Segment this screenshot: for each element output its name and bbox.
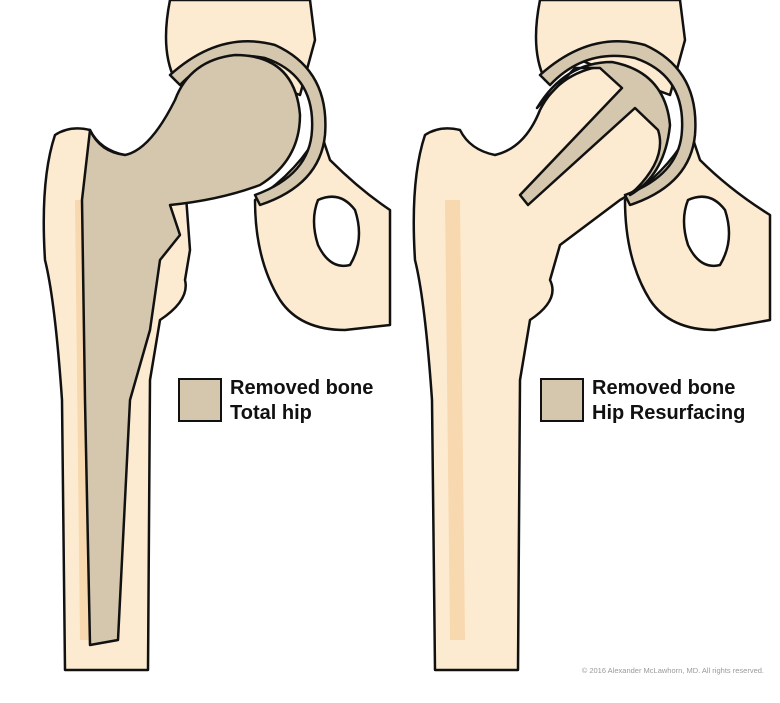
legend-hip-resurfacing: Removed bone Hip Resurfacing <box>540 376 745 426</box>
acetabular-cup <box>538 40 697 207</box>
obturator-hole <box>312 195 361 268</box>
legend-label: Removed bone <box>592 377 736 399</box>
hip-resurfacing-panel <box>412 0 772 672</box>
total-hip-removed-bone <box>80 53 302 647</box>
obturator-hole <box>682 195 731 268</box>
legend-sublabel: Hip Resurfacing <box>592 402 746 424</box>
legend-sublabel: Total hip <box>230 402 312 424</box>
acetabular-cup <box>168 40 327 207</box>
copyright-notice: © 2016 Alexander McLawhorn, MD. All righ… <box>581 666 764 675</box>
legend-total-hip: Removed bone Total hip <box>178 376 373 426</box>
legend-swatch <box>178 378 222 422</box>
femur-shade <box>445 200 465 640</box>
total-hip-panel <box>42 0 392 672</box>
legend-swatch <box>540 378 584 422</box>
legend-label: Removed bone <box>230 377 374 399</box>
resurfacing-removed-bone <box>518 60 672 207</box>
